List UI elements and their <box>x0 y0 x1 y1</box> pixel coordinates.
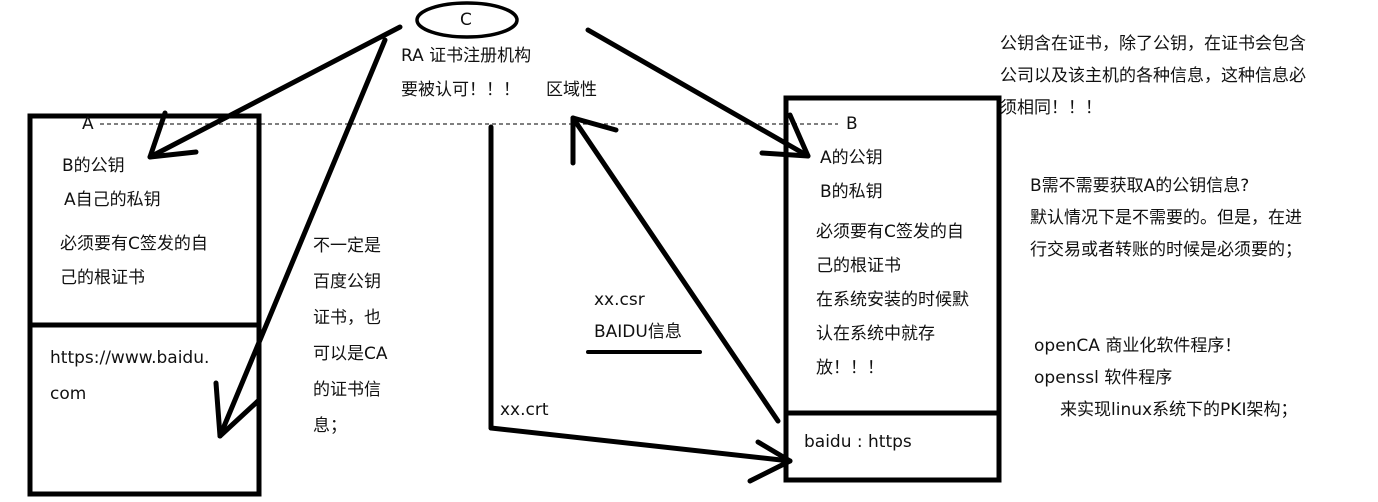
mid-note-line: 百度公钥 <box>313 272 381 292</box>
node-b-line: B的私钥 <box>820 182 883 202</box>
box-a <box>27 113 262 497</box>
mid-note: 不一定是 百度公钥 证书，也 可以是CA 的证书信 息； <box>313 228 388 444</box>
node-b-line: A的公钥 <box>820 148 883 168</box>
mid-note-line: 可以是CA <box>313 344 388 364</box>
node-b-line: 在系统安装的时候默 <box>816 290 969 310</box>
node-a-line-1: B的公钥 <box>62 156 125 176</box>
node-b-line: 认在系统中就存 <box>816 324 935 344</box>
right-note-line: 默认情况下是不需要的。但是，在进 <box>1030 208 1302 228</box>
crt-filename: xx.crt <box>500 400 549 420</box>
ra-approved: 要被认可！！！ <box>401 80 520 100</box>
node-a-line-2: A自己的私钥 <box>64 190 161 210</box>
right-note-line: 公钥含在证书，除了公钥，在证书会包含 <box>1000 34 1306 54</box>
right-note-line: B需不需要获取A的公钥信息? <box>1030 176 1250 196</box>
right-note-line: 行交易或者转账的时候是必须要的； <box>1030 240 1302 260</box>
mid-note-line: 不一定是 <box>313 236 381 256</box>
right-note-top: 公钥含在证书，除了公钥，在证书会包含 公司以及该主机的各种信息，这种信息必 须相… <box>1000 28 1306 124</box>
node-b-label: B <box>846 114 858 134</box>
right-note-line: openCA 商业化软件程序！ <box>1034 336 1242 356</box>
right-note-mid: B需不需要获取A的公钥信息? 默认情况下是不需要的。但是，在进 行交易或者转账的… <box>1030 170 1302 266</box>
arrow-c-to-a-pubkey <box>147 24 403 160</box>
arrow-c-to-b <box>585 27 811 159</box>
mid-note-line: 息； <box>313 416 347 436</box>
ra-regional: 区域性 <box>546 80 597 100</box>
node-b-line: 己的根证书 <box>816 256 901 276</box>
node-b-content: A的公钥 B的私钥 必须要有C签发的自 己的根证书 在系统安装的时候默 认在系统… <box>816 141 969 385</box>
right-note-line: 须相同！！！ <box>1000 98 1102 118</box>
csr-filename: xx.csr <box>594 290 645 310</box>
right-note-line: 公司以及该主机的各种信息，这种信息必 <box>1000 66 1306 86</box>
node-c-ellipse <box>415 1 519 39</box>
box-b <box>783 95 1002 483</box>
node-a-line-3: 必须要有C签发的自 <box>60 234 208 254</box>
mid-note-line: 的证书信 <box>313 380 381 400</box>
node-a-label: A <box>82 114 94 134</box>
node-a-url-2: com <box>50 384 87 404</box>
node-b-line: 放！！！ <box>816 358 884 378</box>
node-b-bottom: baidu : https <box>804 432 912 452</box>
arrow-crt-to-b <box>488 124 793 484</box>
arrow-c-to-a-cert <box>213 37 388 439</box>
arrow-b-to-ra <box>570 115 781 424</box>
right-note-line: 来实现linux系统下的PKI架构； <box>1060 400 1298 420</box>
right-note-line: openssl 软件程序 <box>1034 368 1173 388</box>
right-note-bottom: openCA 商业化软件程序！ openssl 软件程序 来实现linux系统下… <box>1034 330 1297 426</box>
node-a-line-4: 己的根证书 <box>60 268 145 288</box>
csr-info: BAIDU信息 <box>594 322 682 342</box>
node-a-url-1: https://www.baidu. <box>50 348 210 368</box>
node-c-label: C <box>460 10 472 30</box>
mid-note-line: 证书，也 <box>313 308 381 328</box>
node-b-line: 必须要有C签发的自 <box>816 222 964 242</box>
ra-title: RA 证书注册机构 <box>401 46 532 66</box>
